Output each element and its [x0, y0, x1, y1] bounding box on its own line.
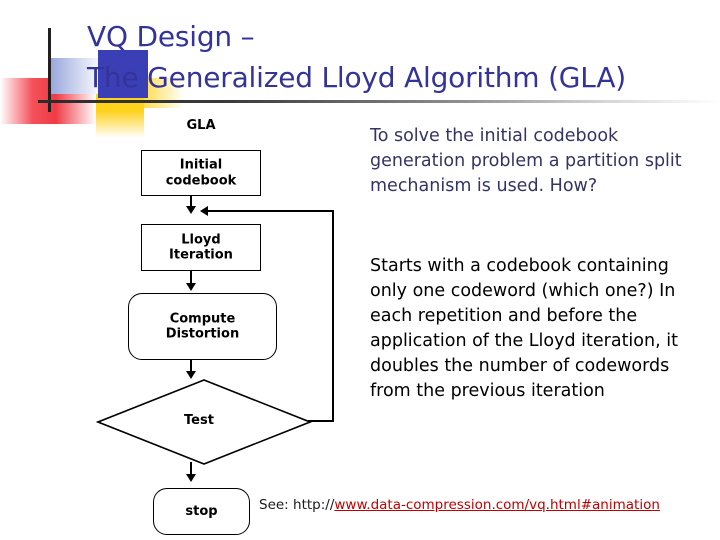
slide-title: VQ Design – The Generalized Lloyd Algori… [87, 16, 712, 99]
flow-node-test-label: Test [184, 413, 214, 428]
title-line-1: VQ Design – [87, 20, 255, 53]
flow-node-initial-codebook: Initial codebook [141, 150, 261, 196]
flow-node-test [96, 379, 312, 465]
body-paragraph-2: Starts with a codebook containing only o… [370, 256, 678, 402]
flow-node-lloyd-iteration: Lloyd Iteration [141, 224, 261, 271]
edge-lloyd-to-compute-arrowhead [186, 283, 196, 291]
title-horizontal-rule [38, 100, 720, 103]
flowchart-caption: GLA [186, 118, 216, 133]
edge-compute-to-test-arrowhead [186, 371, 196, 379]
edge-loopback-horizontal-top [206, 210, 334, 212]
footer-url-link[interactable]: www.data-compression.com/vq.html#animati… [334, 497, 660, 513]
decoration-light-blue-square [51, 58, 103, 94]
title-line-2: The Generalized Lloyd Algorithm (GLA) [87, 61, 627, 95]
gla-flowchart: GLA Initial codebook Lloyd Iteration Com… [96, 118, 334, 535]
footer-reference: See: http://www.data-compression.com/vq.… [259, 497, 660, 513]
flow-node-stop: stop [153, 488, 250, 535]
decoration-vertical-rule [48, 28, 51, 112]
flow-node-compute-distortion-label: Compute Distortion [165, 310, 240, 342]
edge-initial-to-lloyd-line [190, 196, 192, 208]
edge-compute-to-test-line [190, 360, 192, 373]
edge-loopback-vertical [332, 210, 334, 422]
footer-prefix: See: http:// [259, 497, 335, 513]
edge-initial-to-lloyd-arrowhead [186, 206, 196, 214]
flow-node-initial-codebook-label: Initial codebook [165, 157, 237, 188]
flow-node-compute-distortion: Compute Distortion [128, 293, 277, 360]
edge-test-to-stop-line [190, 462, 192, 476]
edge-test-to-stop-arrowhead [186, 474, 196, 482]
decoration-dark-blue-square [98, 50, 148, 98]
body-paragraph-1: To solve the initial codebook generation… [370, 126, 682, 197]
flow-node-lloyd-iteration-label: Lloyd Iteration [169, 231, 233, 263]
edge-loopback-arrowhead [200, 206, 208, 216]
edge-loopback-horizontal-bottom [308, 420, 334, 422]
edge-lloyd-to-compute-line [190, 271, 192, 284]
flow-node-stop-label: stop [185, 503, 218, 519]
